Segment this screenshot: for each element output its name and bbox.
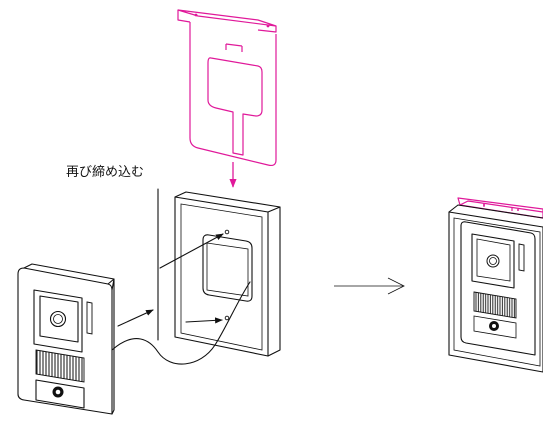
leader-arrow-top xyxy=(159,233,224,269)
annotation-label: 再び締め込む xyxy=(66,164,144,180)
intercom-unit-left xyxy=(17,263,115,415)
flow-arrow xyxy=(334,277,405,295)
insert-arrow xyxy=(117,309,154,327)
cable xyxy=(111,281,251,365)
mounting-bracket xyxy=(177,9,277,167)
installed-unit xyxy=(448,197,543,373)
leader-arrow-bottom xyxy=(185,317,223,324)
wall-frame xyxy=(174,191,281,357)
